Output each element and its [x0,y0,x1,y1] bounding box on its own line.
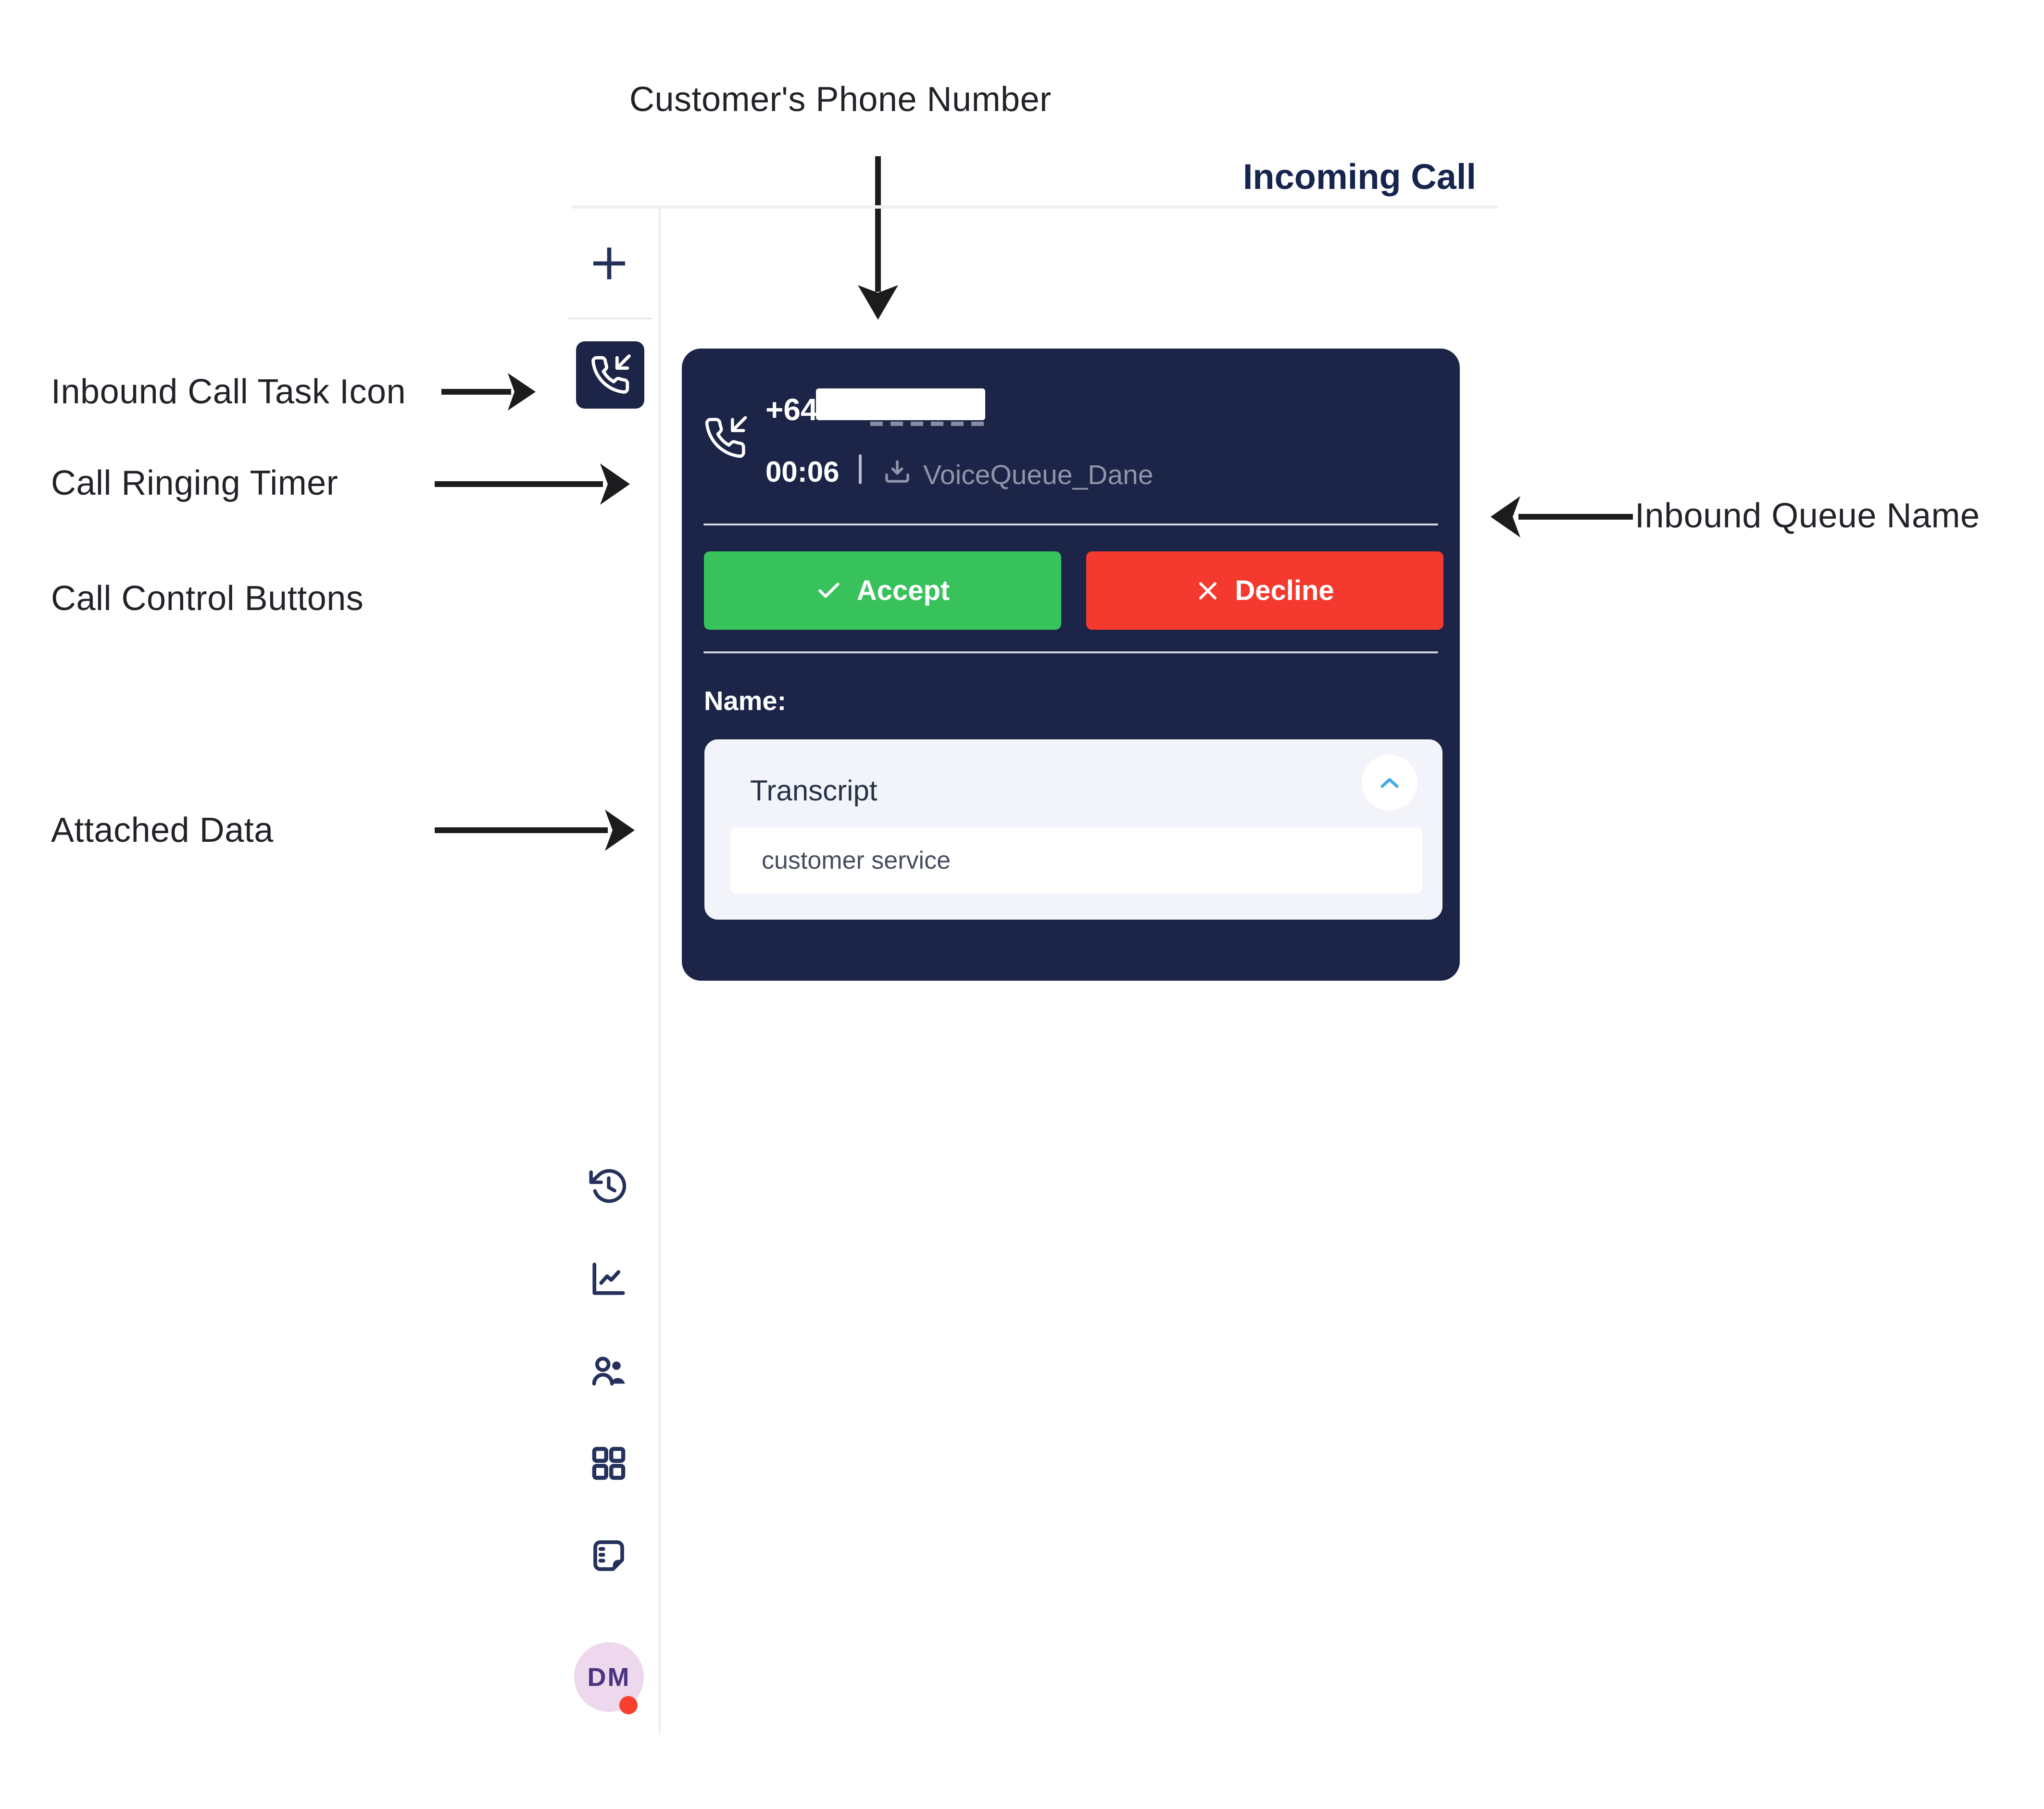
annotation-attached-data: Attached Data [51,811,274,849]
arrow-right-icon [441,373,536,411]
annotation-control-buttons: Call Control Buttons [51,579,364,618]
arrow-down-icon [858,156,898,320]
add-task-button[interactable] [584,238,634,288]
separator: | [859,454,862,484]
call-ringing-timer: 00:06 [765,456,840,488]
chevron-up-icon [1380,778,1399,788]
attached-data-panel: Transcript customer service [704,739,1442,920]
sidebar-item-history[interactable] [588,1165,630,1208]
sidebar-section-divider [567,318,652,319]
phone-incoming-icon [591,354,631,394]
decline-label: Decline [1235,575,1334,606]
inbound-call-task-icon[interactable] [576,341,644,409]
sidebar-divider [659,207,661,1733]
queue-icon [885,460,909,483]
card-divider [703,524,1438,525]
redacted-digits [870,422,990,426]
annotation-inbound-task: Inbound Call Task Icon [51,373,406,411]
sidebar-item-agents[interactable] [588,1350,630,1392]
plus-icon [593,248,625,279]
sidebar-item-analytics[interactable] [588,1258,630,1300]
collapse-toggle[interactable] [1362,755,1417,811]
analytics-icon [592,1262,625,1295]
annotation-ringing-timer: Call Ringing Timer [51,464,339,502]
check-icon [818,582,840,598]
incoming-call-card: +64 00:06 | VoiceQueue_Dane Accept Decl [682,349,1460,981]
x-icon [1199,582,1217,599]
transcript-value-box: customer service [730,827,1422,894]
name-label: Name: [704,686,787,716]
call-control-buttons: Accept Decline [704,551,1443,630]
avatar[interactable]: DM [574,1642,644,1714]
sidebar-item-apps[interactable] [588,1442,630,1485]
annotation-customer-phone: Customer's Phone Number [629,80,1052,119]
transcript-value: customer service [762,847,951,874]
header-divider [572,205,1498,209]
history-icon [589,1169,627,1203]
transcript-title: Transcript [750,774,878,807]
sidebar-item-notes[interactable] [588,1535,630,1577]
accept-label: Accept [856,575,950,606]
phone-number-redaction [816,388,985,420]
avatar-initials: DM [587,1662,631,1692]
arrow-left-icon [1491,496,1633,537]
card-divider [703,651,1438,653]
status-dot [619,1696,638,1714]
customer-phone-number: +64 [765,392,818,427]
annotation-queue-name: Inbound Queue Name [1635,497,1980,535]
decline-button[interactable]: Decline [1086,551,1443,630]
grid-icon [592,1447,626,1480]
arrow-right-icon [435,810,635,851]
agents-icon [592,1357,625,1386]
inbound-queue-name: VoiceQueue_Dane [923,460,1154,490]
phone-incoming-icon [705,416,747,458]
notes-icon [593,1540,624,1571]
arrow-right-icon [435,463,630,505]
accept-button[interactable]: Accept [704,551,1061,630]
page-title: Incoming Call [1242,157,1476,197]
